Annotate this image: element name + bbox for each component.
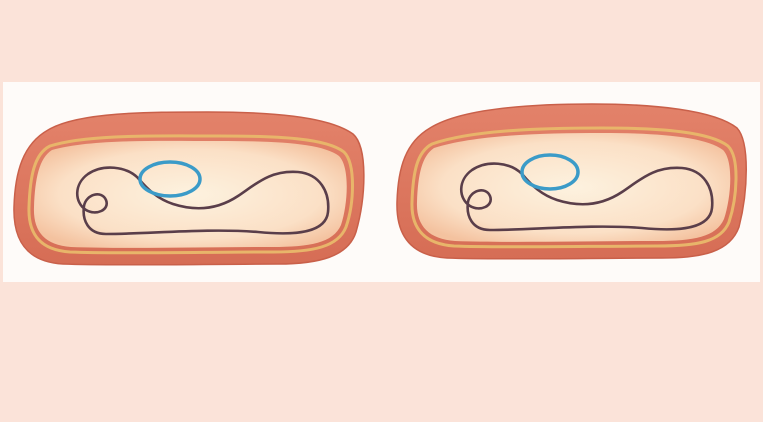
bacterial-cell-right [392, 82, 752, 282]
bacterial-cell-left [8, 82, 368, 282]
cytoplasm [417, 133, 730, 242]
figure-panel [3, 82, 760, 282]
